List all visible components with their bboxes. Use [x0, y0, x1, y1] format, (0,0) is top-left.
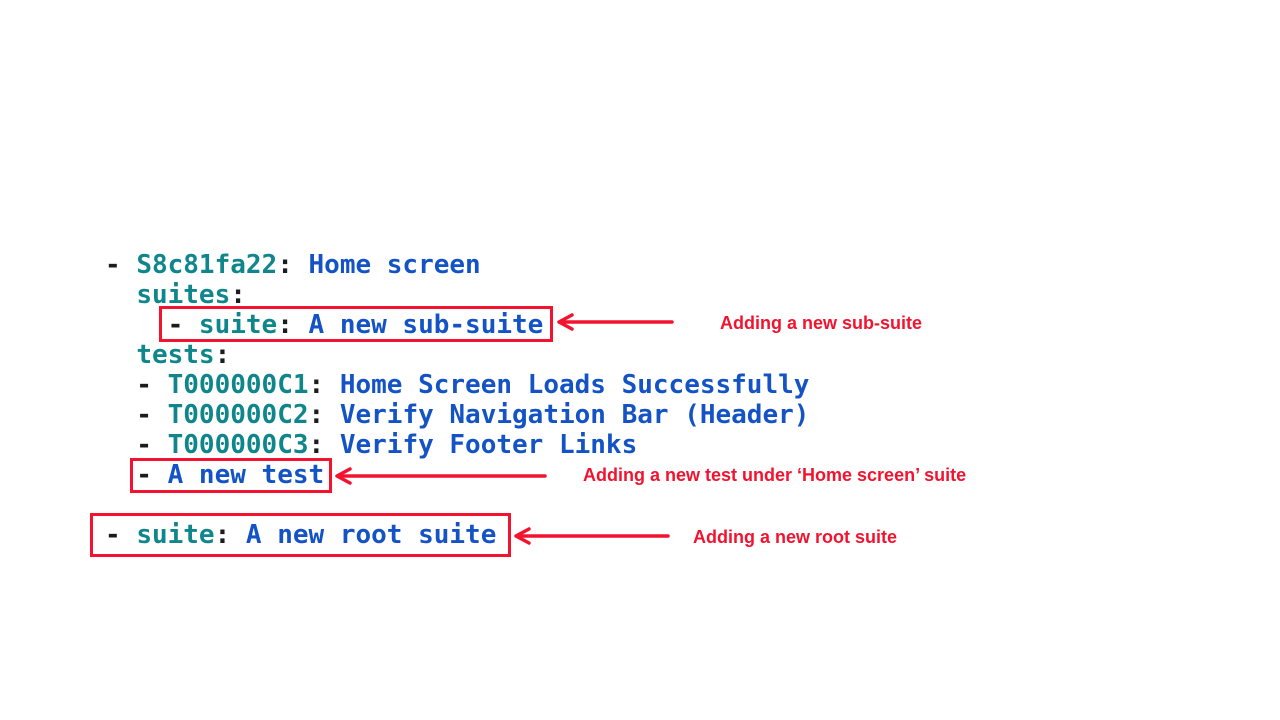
yaml-key: suites [136, 280, 231, 310]
yaml-dash: - [105, 460, 168, 490]
yaml-dash: - [105, 250, 137, 280]
yaml-value: Home screen [292, 250, 481, 280]
yaml-key: T000000C1 [167, 370, 309, 400]
yaml-code-block: - S8c81fa22: Home screen suites: - suite… [105, 250, 809, 550]
yaml-value: A new root suite [230, 520, 497, 550]
annotation-root-suite: Adding a new root suite [693, 527, 898, 547]
code-line-test-3: - T000000C3: Verify Footer Links [105, 430, 809, 460]
code-line-test-1: - T000000C1: Home Screen Loads Successfu… [105, 370, 809, 400]
yaml-dash: - [105, 520, 137, 550]
highlight-box-sub-suite [159, 306, 553, 342]
yaml-value: Home Screen Loads Successfully [324, 370, 810, 400]
yaml-key: T000000C2 [167, 400, 309, 430]
yaml-colon: : [277, 310, 293, 340]
yaml-colon: : [214, 340, 231, 370]
code-line-new-sub-suite: - suite: A new sub-suite [105, 310, 809, 340]
yaml-value: A new test [167, 460, 325, 490]
yaml-dash: - [105, 400, 168, 430]
yaml-indent [105, 340, 136, 370]
code-line-test-2: - T000000C2: Verify Navigation Bar (Head… [105, 400, 809, 430]
yaml-value: A new sub-suite [292, 310, 544, 340]
yaml-key: suite [136, 520, 215, 550]
yaml-dash: - [105, 430, 168, 460]
code-line-suites: suites: [105, 280, 809, 310]
yaml-indent [105, 280, 136, 310]
highlight-box-root-suite [90, 513, 511, 557]
yaml-value: Verify Footer Links [324, 430, 638, 460]
yaml-colon: : [308, 370, 325, 400]
annotation-sub-suite: Adding a new sub-suite [720, 313, 923, 333]
yaml-value: Verify Navigation Bar (Header) [324, 400, 810, 430]
yaml-colon: : [277, 250, 293, 280]
yaml-dash: - [105, 370, 168, 400]
yaml-colon: : [308, 430, 325, 460]
yaml-key: T000000C3 [167, 430, 309, 460]
code-line-new-root-suite: - suite: A new root suite [105, 520, 809, 550]
yaml-dash: - [105, 310, 199, 340]
code-line-new-test: - A new test [105, 460, 809, 490]
yaml-key: tests [136, 340, 215, 370]
yaml-key: suite [198, 310, 278, 340]
yaml-colon: : [230, 280, 246, 310]
highlight-box-new-test [130, 458, 332, 493]
code-line-root-suite: - S8c81fa22: Home screen [105, 250, 809, 280]
annotation-new-test: Adding a new test under ‘Home screen’ su… [583, 465, 967, 485]
yaml-colon: : [214, 520, 231, 550]
yaml-colon: : [308, 400, 325, 430]
yaml-key: S8c81fa22 [136, 250, 278, 280]
code-line-tests: tests: [105, 340, 809, 370]
